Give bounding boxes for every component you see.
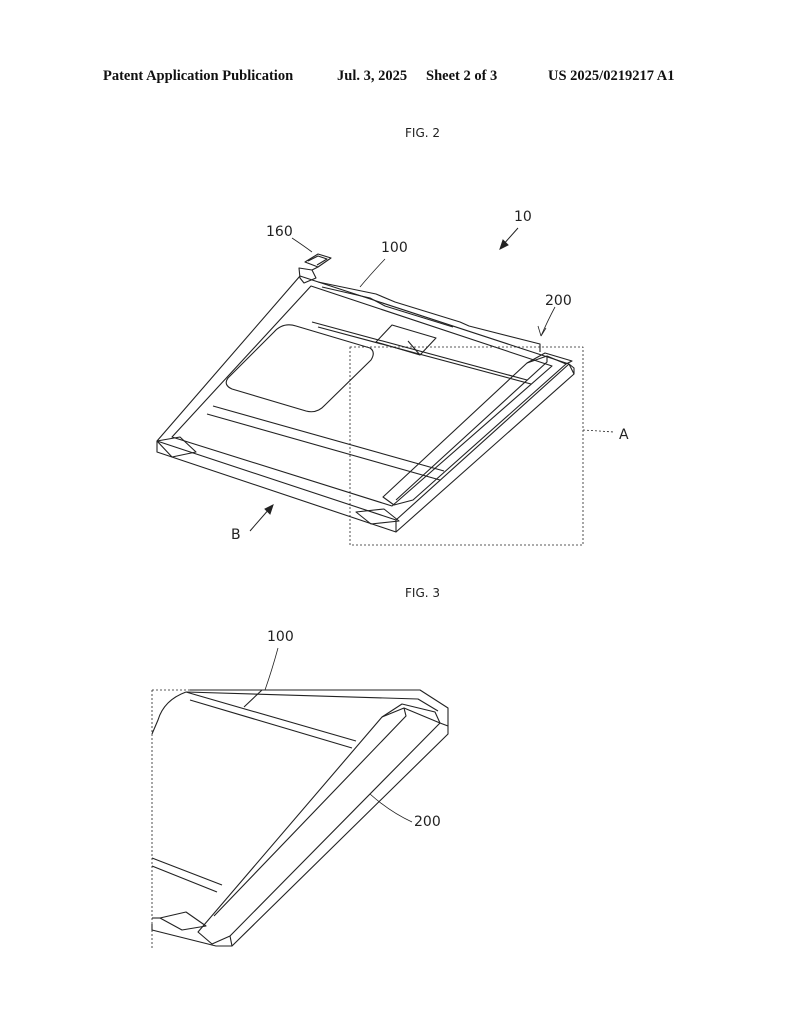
- fig2-leader-100: [359, 258, 386, 288]
- fig3-leader-200: [369, 793, 413, 823]
- fig2-corner-cap-bottom: [355, 508, 400, 525]
- fig2-detail-box-a: [349, 346, 584, 546]
- fig3-top-edge: [190, 689, 449, 726]
- publication-date: Jul. 3, 2025: [337, 68, 408, 84]
- fig2-pouch-window: [225, 324, 374, 413]
- figure-2-arrows: [249, 227, 519, 532]
- fig3-band-cut: [243, 689, 263, 708]
- fig2-detail-leader: [582, 429, 615, 433]
- fig2-ref-device: 10: [514, 209, 532, 225]
- fig2-corner-cap-left: [156, 436, 197, 458]
- fig3-leader-100: [264, 647, 279, 691]
- fig2-flex-cable: [298, 267, 317, 284]
- fig3-frame-rail: [197, 707, 441, 945]
- publication-type: Patent Application Publication: [103, 68, 294, 84]
- fig3-band-2b: [151, 865, 218, 893]
- fig3-pouch-corner: [151, 691, 187, 735]
- page-header: Patent Application Publication Jul. 3, 2…: [0, 68, 794, 88]
- fig2-rail-end-top: [526, 352, 573, 365]
- fig2-arrow-b-head: [264, 504, 274, 515]
- fig2-band-2b: [212, 405, 445, 472]
- fig2-ref-view: B: [231, 527, 241, 543]
- fig2-band-1: [311, 321, 528, 381]
- figure-2-drawing: [156, 237, 615, 546]
- fig3-band-1: [185, 691, 357, 742]
- fig3-frame-rail-inner: [213, 707, 407, 917]
- fig2-leader-200-arrow: [537, 325, 547, 337]
- fig2-frame-rail-inner: [395, 356, 548, 501]
- fig3-corner-cap: [159, 911, 207, 931]
- fig2-band-2: [206, 413, 441, 481]
- fig3-top-edge-inner: [185, 691, 439, 712]
- fig3-frame-rail-side: [229, 722, 449, 947]
- figure-3-drawing: [151, 647, 449, 948]
- fig3-rail-end-top: [381, 703, 441, 724]
- fig3-ref-cell: 100: [267, 629, 294, 645]
- fig3-ref-frame: 200: [414, 814, 441, 830]
- fig2-connector-160: [304, 253, 332, 268]
- fig3-bottom-side: [151, 924, 232, 947]
- fig2-ref-connector: 160: [266, 224, 293, 240]
- fig2-leader-160: [291, 237, 313, 253]
- fig2-arrow-b-shaft: [249, 507, 271, 532]
- sheet-number: Sheet 2 of 3: [426, 68, 498, 84]
- fig3-band-1b: [189, 699, 353, 749]
- fig2-leader-200: [540, 306, 556, 337]
- fig2-right-side: [395, 363, 575, 533]
- fig2-arrow-10-head: [499, 239, 509, 250]
- fig2-ref-detail: A: [619, 427, 629, 443]
- fig3-band-2: [151, 857, 223, 886]
- fig2-front-side: [156, 441, 397, 533]
- figure-2-label: FIG. 2: [405, 126, 441, 140]
- fig2-center-tab-line: [407, 340, 421, 356]
- fig2-center-tab: [375, 324, 437, 356]
- fig2-flex-cable-link: [311, 266, 319, 271]
- fig2-ref-cell: 100: [381, 240, 408, 256]
- fig2-connector-inner: [307, 255, 328, 266]
- publication-number: US 2025/0219217 A1: [548, 68, 675, 84]
- fig2-band-1b: [317, 326, 532, 385]
- fig2-rail-end-corner: [568, 363, 575, 374]
- fig2-top-strip: [317, 281, 541, 352]
- figure-3-label: FIG. 3: [405, 586, 441, 600]
- fig2-ref-frame: 200: [545, 293, 572, 309]
- fig2-inner-border: [171, 285, 553, 507]
- fig2-top-strip-inner: [321, 286, 454, 328]
